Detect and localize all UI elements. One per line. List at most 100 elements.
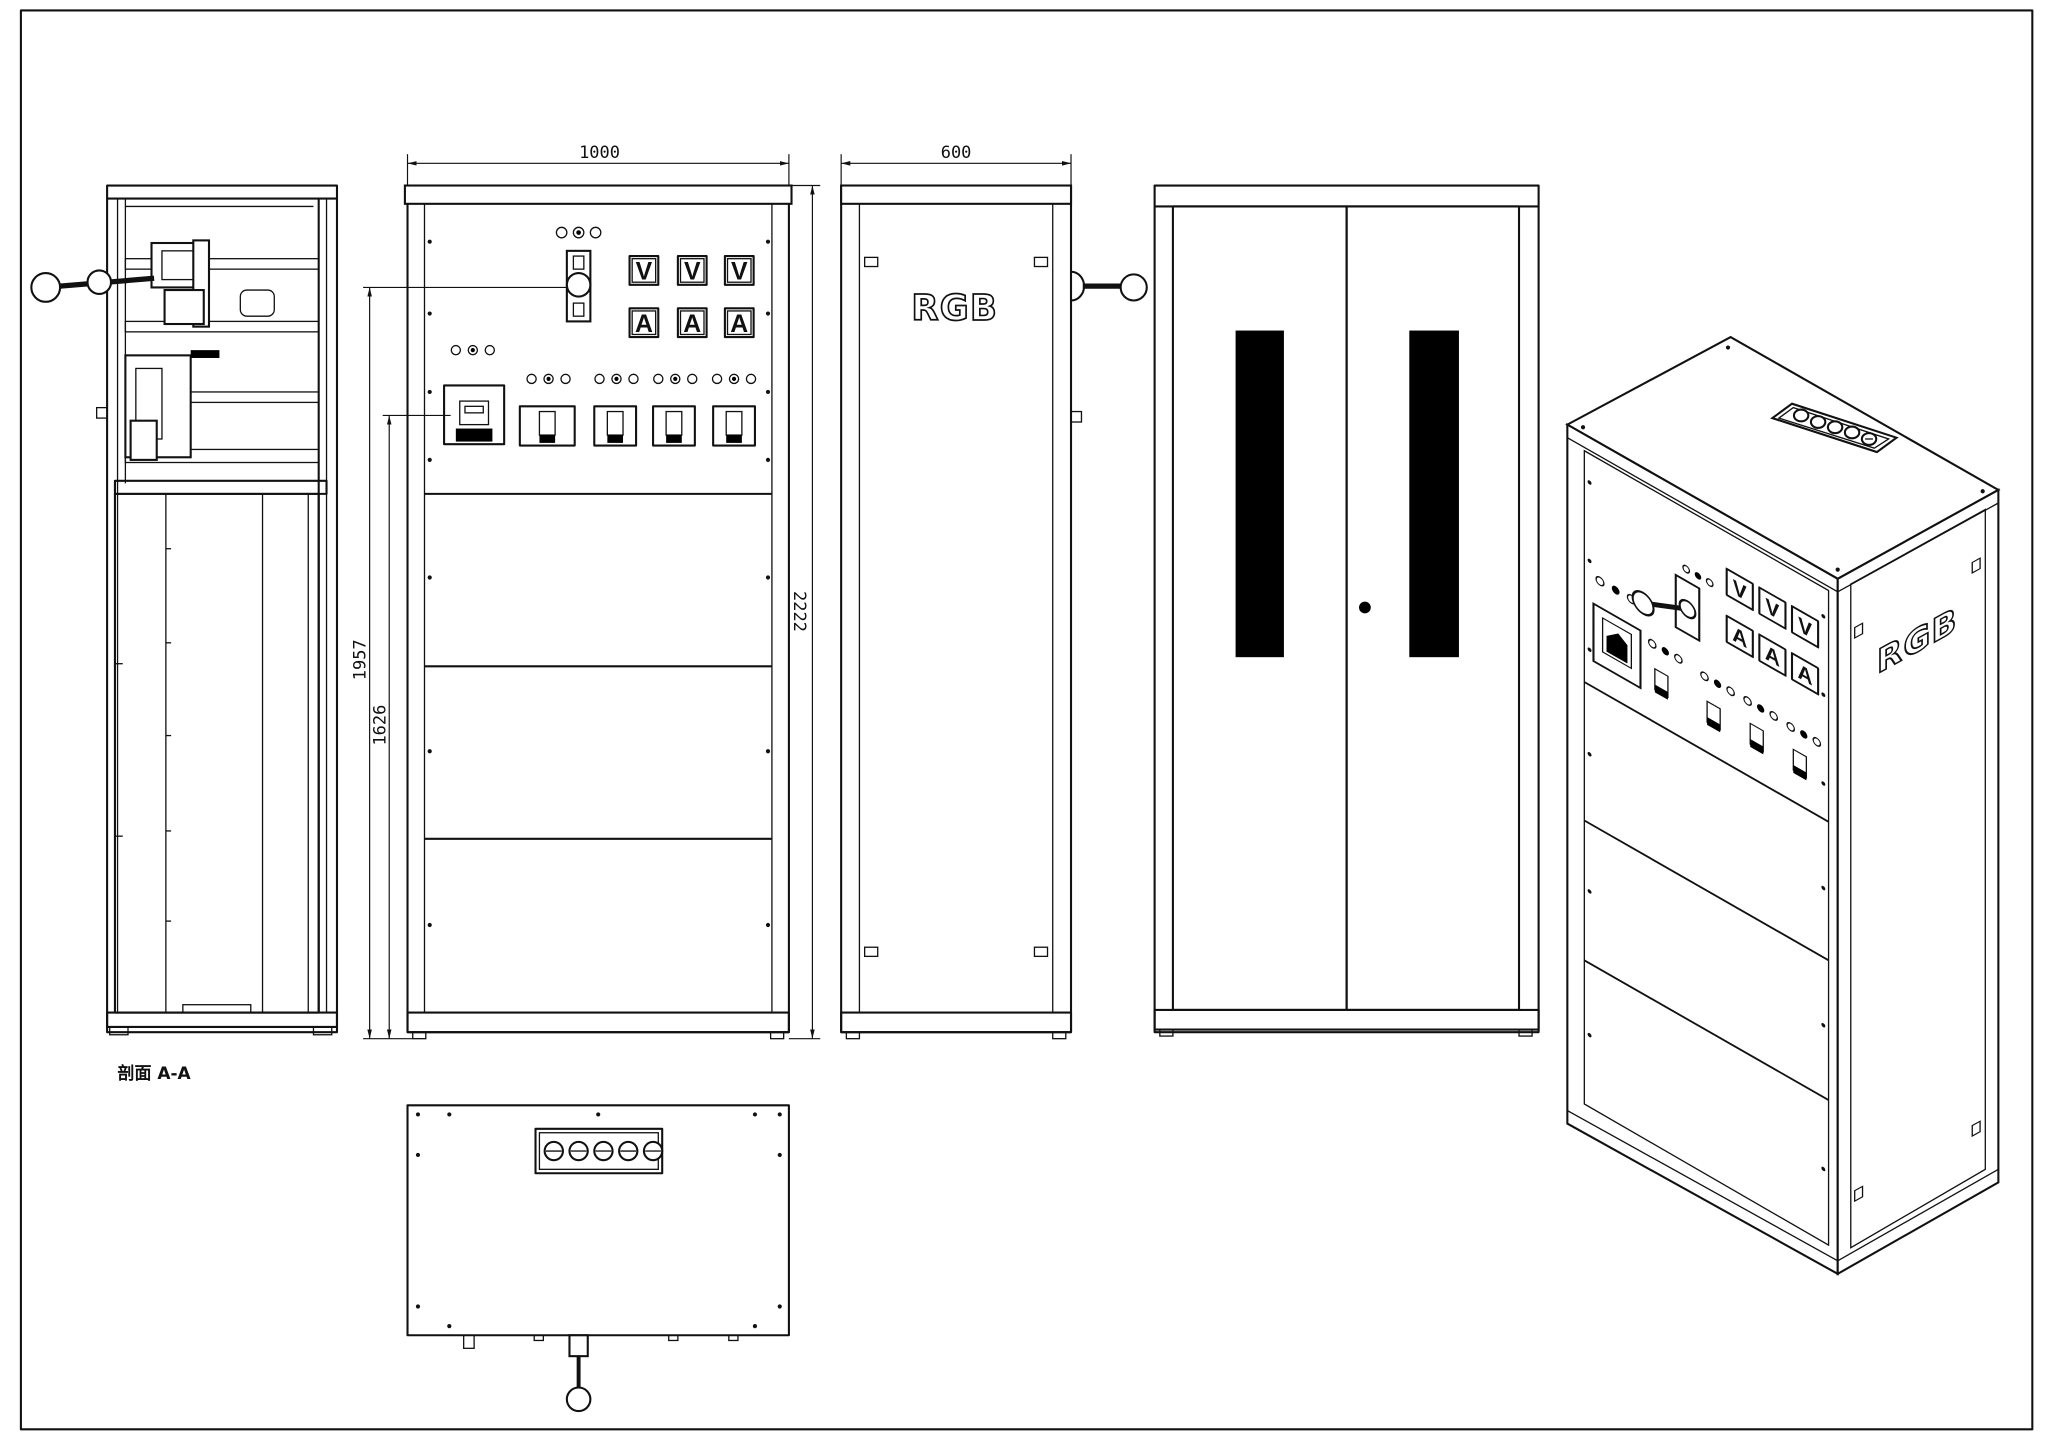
branch-breaker [518,405,576,447]
section-mid-beam [113,479,328,495]
iso-branch-breaker-terminal [1654,684,1668,700]
section-frame [106,184,339,1034]
indicator-lamps-left [450,344,496,356]
meter-face [631,258,657,283]
iso-panel-divider [1584,959,1829,1102]
lamp-icon [572,226,585,239]
iso-cable-gland-box-inner [1777,406,1891,449]
cable-gland-icon [1792,408,1810,423]
lamp-icon [673,376,678,381]
side-foot [845,1031,861,1040]
screw [777,1152,782,1158]
handle-ball [30,272,62,303]
screw [596,1112,601,1117]
iso-ammeter [1725,614,1754,659]
section-view: 剖面 A-A [30,184,339,1084]
iso-voltmeter [1725,567,1754,612]
dim-overall-height: 2222 [789,591,809,632]
hinge-icon [864,256,879,268]
branch-breaker [652,405,696,447]
lamp-icon [594,373,605,385]
main-switch-bottom [572,302,585,317]
meter-face [726,310,752,336]
meter-frame [628,255,660,286]
screw [765,922,771,928]
iso-side-face [1836,488,2000,1276]
meter-label: V [684,259,701,286]
hinge-icon [1854,1185,1864,1203]
lamp-icon [555,226,568,239]
screw [765,457,771,462]
meter-frame [676,307,708,339]
iso-top-edge [1567,437,1839,593]
side-bracket [95,406,108,419]
branch-breaker-terminal [607,435,624,443]
handle-hub [86,269,113,296]
bottom-screws [415,1112,782,1329]
lamp-icon [1705,578,1714,588]
panel-screws [427,239,771,928]
section-bottom-plate [182,1004,252,1014]
meter-face [679,258,705,283]
branch-breaker [593,405,638,447]
front-top-cap [403,184,793,205]
iso-meter-label: A [1798,659,1813,691]
bottom-view [406,1104,790,1413]
lamp-icon [745,373,757,385]
door-foot [1518,1028,1533,1037]
meter-face [726,258,752,283]
branch-breaker-toggle [725,410,743,436]
section-base [106,1011,339,1028]
voltmeter: V [628,255,660,286]
lamp-icon [628,373,639,385]
screw [415,1152,421,1158]
lamp-icon [526,373,537,385]
cable-gland-icon [1826,420,1844,435]
branch-breaker-toggle [665,410,683,436]
side-foot [1052,1031,1067,1040]
screw [1821,885,1826,891]
lamp-icon [614,376,619,381]
screw [427,749,432,754]
main-breaker-toggle [464,405,484,414]
front-view: V V V A A A [403,184,793,1040]
screw [752,1324,758,1329]
screw [752,1112,758,1117]
lamp-icon [728,373,740,385]
iso-side-inner [1850,508,1986,1249]
branch-breaker-toggle [606,410,624,436]
lamp-icon [1743,696,1752,706]
iso-bottom-edge [1567,1109,1839,1262]
lamp-icon [1611,585,1620,595]
meter-frame [628,307,660,339]
main-breaker-window [459,400,490,426]
meter-face [631,310,657,336]
door-view [1153,184,1540,1037]
meter-frame [676,255,708,286]
meter-frame [723,255,755,286]
branch-breaker-toggle [538,410,556,436]
iso-meter-label: V [1765,593,1779,624]
ammeter: A [723,307,755,339]
bottom-handle-base [568,1334,589,1358]
ammeter: A [676,307,708,339]
iso-voltmeter [1758,586,1787,630]
iso-main-breaker-toggle [1606,633,1628,664]
screw [1725,345,1731,350]
bottom-protrusion [533,1334,544,1342]
meter-label: V [636,259,653,286]
door-lock-icon [1359,601,1371,614]
meter-label: A [730,311,748,338]
side-bracket [1070,410,1083,423]
lamp-icon [1674,653,1683,664]
hinge-icon [1971,1120,1981,1138]
hinge-icon [1033,946,1049,958]
branch-breaker-terminal [726,435,742,443]
screw [427,311,432,316]
lamp-icon [1800,730,1808,739]
side-base [840,1011,1073,1034]
lamp-icon [611,373,622,385]
lamp-icon [670,373,681,385]
door-window-right [1409,330,1459,658]
main-breaker [443,384,506,446]
